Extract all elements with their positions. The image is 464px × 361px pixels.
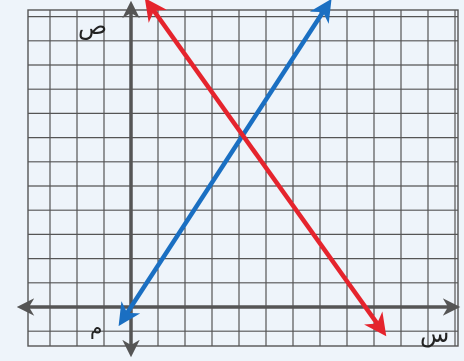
grid	[27, 9, 459, 347]
series-line-2	[144, 0, 387, 337]
grid-border	[27, 9, 459, 347]
origin-label: م	[90, 315, 102, 339]
y-axis-label: ص	[78, 12, 107, 40]
x-axis-label: س	[420, 320, 449, 348]
series-group	[118, 0, 387, 337]
series-line-1	[118, 0, 332, 327]
